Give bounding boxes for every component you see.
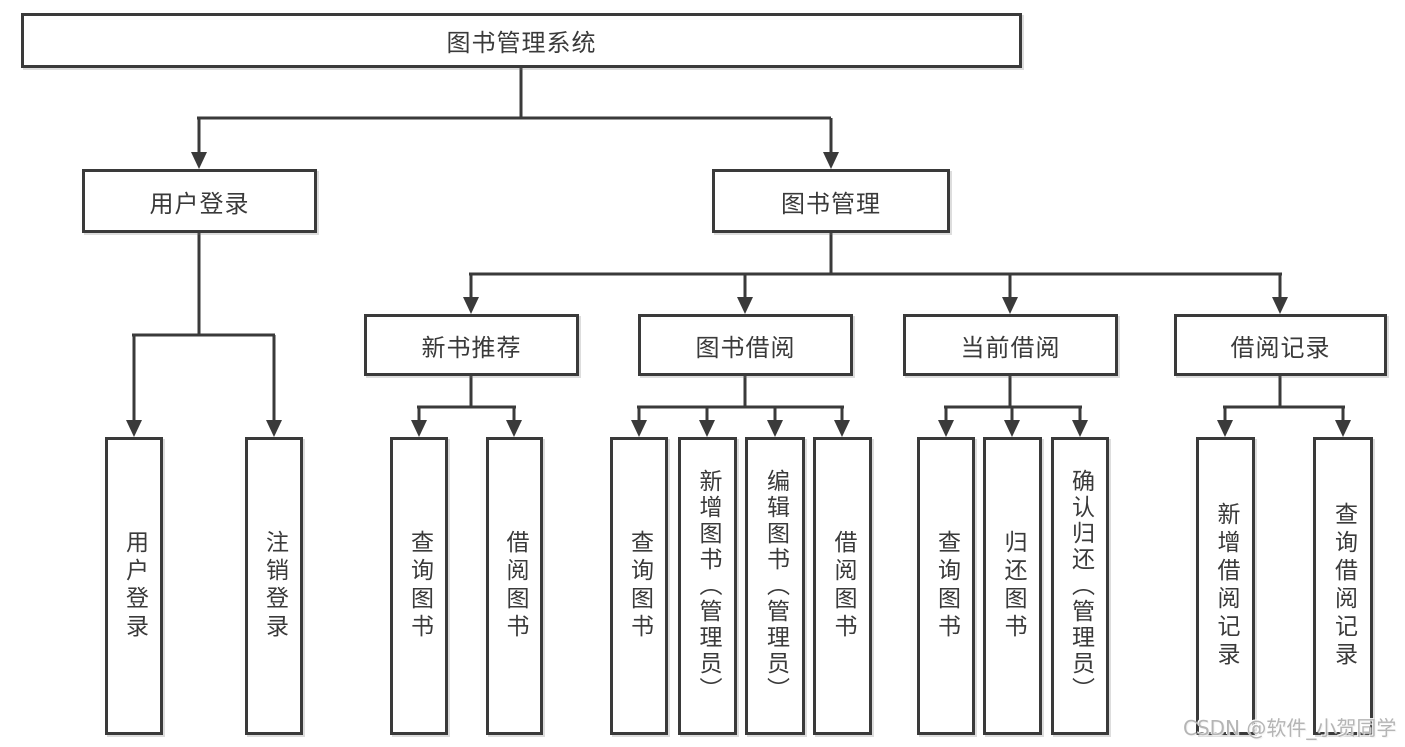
node-book-borrow: 图书借阅 xyxy=(638,314,853,376)
leaf-query-books-borrow: 查询图书 xyxy=(610,437,668,735)
node-book-management: 图书管理 xyxy=(712,169,950,233)
leaf-label: 借阅图书 xyxy=(830,530,856,642)
leaf-label: 用户登录 xyxy=(121,530,148,642)
leaf-query-books-current: 查询图书 xyxy=(917,437,975,735)
leaf-label: 查询图书 xyxy=(406,530,433,642)
leaf-label: 确认归还（管理员） xyxy=(1067,469,1094,703)
leaf-borrow-books-recommend: 借阅图书 xyxy=(486,437,543,735)
node-borrow-records: 借阅记录 xyxy=(1174,314,1387,376)
node-label: 图书管理系统 xyxy=(446,29,597,57)
node-label: 图书借阅 xyxy=(695,333,796,362)
node-label: 当前借阅 xyxy=(960,333,1061,362)
node-user-login: 用户登录 xyxy=(82,169,317,233)
leaf-add-books-admin: 新增图书（管理员） xyxy=(678,437,737,735)
leaf-query-borrow-record: 查询借阅记录 xyxy=(1313,437,1373,735)
csdn-watermark: CSDN @软件_小贺同学 xyxy=(1183,716,1397,740)
leaf-query-books-recommend: 查询图书 xyxy=(390,437,448,735)
leaf-edit-books-admin: 编辑图书（管理员） xyxy=(745,437,805,735)
leaf-label: 注销登录 xyxy=(261,530,288,642)
leaf-logout: 注销登录 xyxy=(245,437,303,735)
leaf-confirm-return-admin: 确认归还（管理员） xyxy=(1051,437,1109,735)
node-label: 新书推荐 xyxy=(421,333,522,362)
leaf-label: 查询图书 xyxy=(626,530,653,642)
leaf-return-books: 归还图书 xyxy=(983,437,1042,735)
node-library-management-system: 图书管理系统 xyxy=(21,13,1022,68)
leaf-user-login: 用户登录 xyxy=(105,437,163,735)
leaf-label: 查询图书 xyxy=(933,530,960,642)
node-label: 用户登录 xyxy=(149,189,250,218)
leaf-label: 编辑图书（管理员） xyxy=(762,469,789,703)
node-current-borrow: 当前借阅 xyxy=(903,314,1118,376)
leaf-add-borrow-record: 新增借阅记录 xyxy=(1196,437,1255,735)
node-label: 借阅记录 xyxy=(1230,333,1331,362)
leaf-label: 新增借阅记录 xyxy=(1213,502,1239,670)
leaf-label: 新增图书（管理员） xyxy=(695,469,721,703)
leaf-label: 借阅图书 xyxy=(502,530,528,642)
node-new-book-recommend: 新书推荐 xyxy=(364,314,579,376)
leaf-label: 归还图书 xyxy=(1000,530,1026,642)
leaf-borrow-books: 借阅图书 xyxy=(813,437,872,735)
node-label: 图书管理 xyxy=(781,189,881,218)
leaf-label: 查询借阅记录 xyxy=(1330,502,1357,670)
